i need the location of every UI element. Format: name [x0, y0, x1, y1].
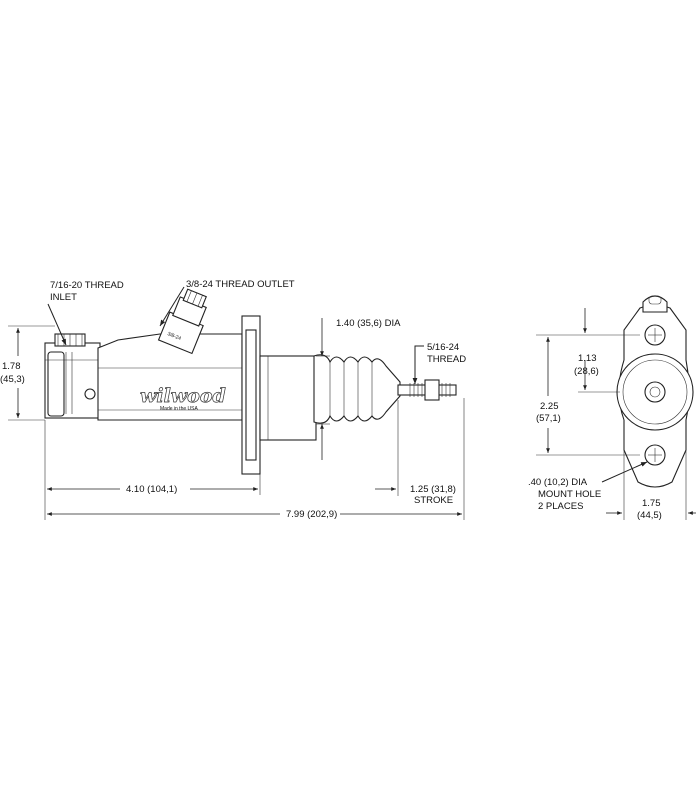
height-mm-label: (45,3)	[0, 374, 25, 385]
outlet-leader	[159, 286, 185, 327]
inlet-leader	[47, 303, 67, 346]
cylinder-body: wilwood Made in the USA	[84, 333, 243, 421]
made-in-usa-mark: Made in the USA	[160, 406, 198, 412]
mount-length-label: 4.10 (104,1)	[126, 484, 177, 495]
bore-inner	[644, 381, 666, 403]
hole-spacing-mm-label: (57,1)	[536, 413, 561, 424]
offset-mm-label: (28,6)	[574, 366, 599, 377]
brand-logo: wilwood	[140, 385, 226, 407]
inlet-thread-label: 7/16-20 THREAD	[50, 280, 124, 291]
hole-spacing-in-label: 2.25	[540, 401, 559, 412]
inlet-label: INLET	[50, 292, 77, 303]
hole-dia-label-1: .40 (10,2) DIA	[528, 477, 588, 488]
outlet-label: 3/8-24 THREAD OUTLET	[186, 279, 295, 290]
hole-dia-label-2: MOUNT HOLE	[538, 489, 601, 500]
flange-width-in-label: 1.75	[642, 498, 661, 509]
overall-length-label: 7.99 (202,9)	[286, 509, 337, 520]
mounting-flange	[241, 315, 261, 475]
rubber-boot	[313, 354, 401, 424]
stroke-label: STROKE	[414, 495, 453, 506]
stroke-value-label: 1.25 (31,8)	[410, 484, 456, 495]
bleed-hole	[84, 388, 96, 400]
offset-in-label: 1.13	[578, 353, 597, 364]
end-view: 2.25 (57,1) 1.13 (28,6) .40 (10,2) DIA M…	[528, 295, 696, 521]
outlet-fitting: 3/8-24	[157, 288, 207, 355]
hole-dia-label-3: 2 PLACES	[538, 501, 583, 512]
rear-housing	[259, 355, 317, 441]
boot-dia-label: 1.40 (35,6) DIA	[336, 318, 401, 329]
rod-thread-label-2: THREAD	[427, 354, 466, 365]
side-view: wilwood Made in the USA 3/8-24	[0, 279, 466, 520]
outlet-thread-mark: 3/8-24	[166, 331, 182, 342]
rod-thread-leader	[412, 345, 424, 384]
height-in-label: 1.78	[2, 361, 21, 372]
rod-thread-label-1: 5/16-24	[427, 342, 459, 353]
hole-dia-leader	[601, 461, 648, 483]
push-rod	[397, 379, 457, 401]
flange-width-mm-label: (44,5)	[637, 510, 662, 521]
jam-nut	[424, 379, 440, 401]
inlet-port	[44, 333, 101, 419]
